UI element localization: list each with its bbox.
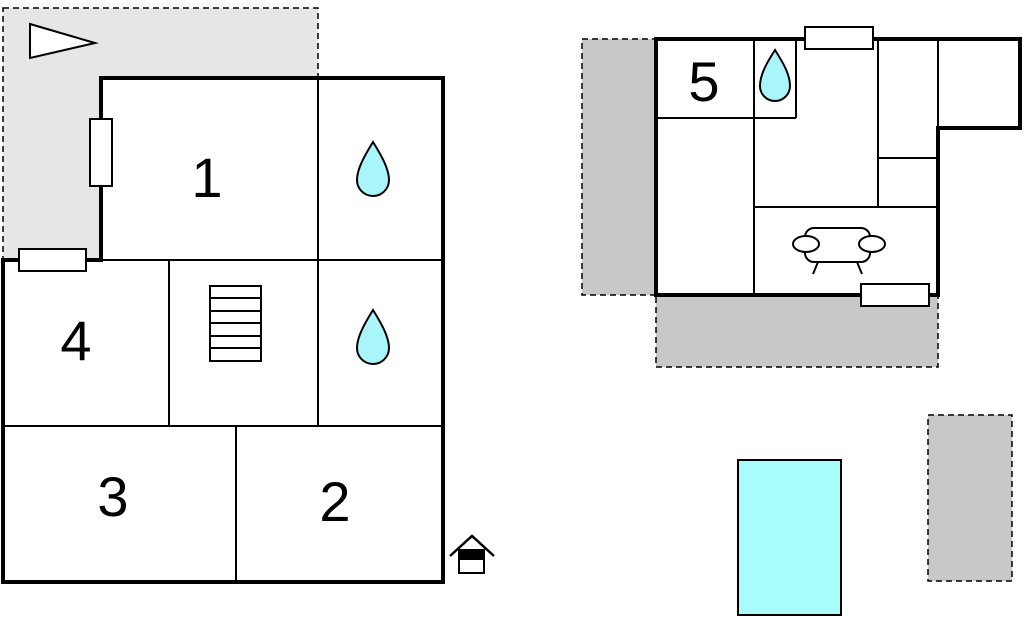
terrace-area xyxy=(927,414,1013,582)
pool xyxy=(737,459,842,616)
sofa-icon xyxy=(792,227,886,275)
water-drop-icon xyxy=(355,140,391,197)
water-drop-icon xyxy=(355,308,391,365)
interior-walls xyxy=(3,78,443,582)
interior-walls xyxy=(656,39,939,295)
window xyxy=(18,248,87,272)
entrance-house-icon xyxy=(449,534,495,574)
annex-building-outline xyxy=(654,37,1022,297)
compass-arrow-icon xyxy=(29,22,99,60)
room-2-number: 2 xyxy=(319,470,350,533)
stairs-icon xyxy=(209,285,262,362)
window xyxy=(804,26,874,50)
window xyxy=(89,118,113,187)
water-drop-icon xyxy=(758,48,792,102)
terrace-area xyxy=(581,38,657,296)
room-3-number: 3 xyxy=(97,465,128,528)
room-1-number: 1 xyxy=(191,146,222,209)
room-5-number: 5 xyxy=(688,50,719,113)
window xyxy=(860,283,930,307)
main-building-outline xyxy=(1,76,445,584)
room-4-number: 4 xyxy=(60,309,91,372)
